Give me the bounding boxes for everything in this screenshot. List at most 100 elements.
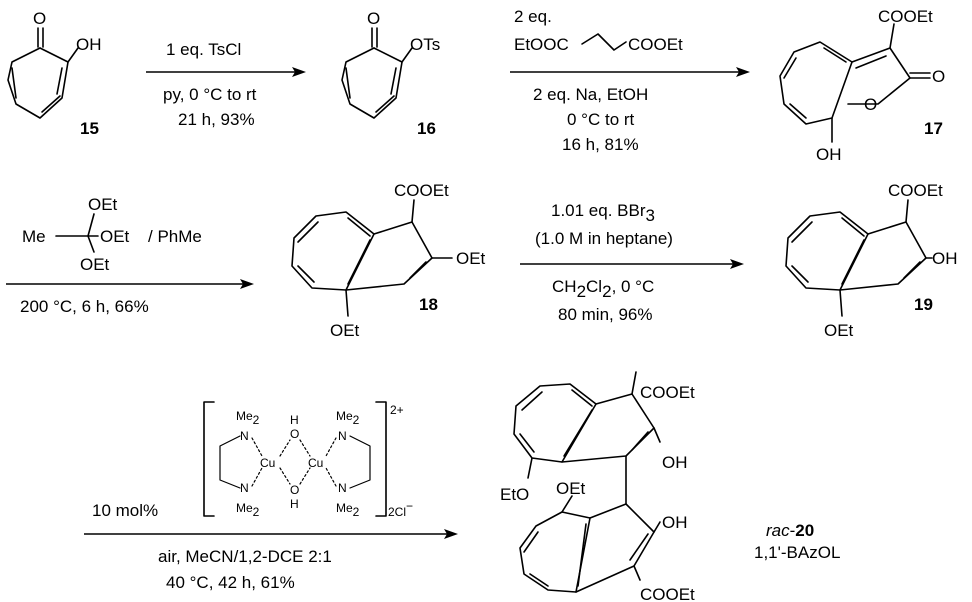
- compound-16: O OTs 16: [341, 9, 440, 138]
- catalyst-me: Me: [336, 501, 353, 515]
- compound-16-double-bond: [375, 95, 395, 113]
- compound-19-double-bond: [791, 221, 813, 243]
- reaction-2-malonate-chain: [581, 33, 627, 51]
- compound-17-double-bond: [783, 57, 797, 79]
- reaction-1-condition-2: 21 h, 93%: [178, 110, 255, 129]
- compound-19-oet4-bond: [839, 289, 843, 317]
- compound-20-oet: OEt: [556, 479, 586, 498]
- compound-19-double-bond: [791, 265, 809, 283]
- reaction-4-reagent-1: 1.01 eq. BBr3: [551, 201, 655, 225]
- compound-18-ester: COOEt: [394, 181, 449, 200]
- reaction-3-solvent: / PhMe: [148, 227, 202, 246]
- catalyst-left-bracket: [203, 401, 215, 517]
- compound-20-oet-bond: [561, 495, 573, 513]
- reaction-4-reagent-2: (1.0 M in heptane): [535, 229, 673, 248]
- catalyst-me2-top-left: Me2: [236, 409, 260, 427]
- catalyst-right-backbone: [349, 435, 371, 489]
- catalyst-me-sub: 2: [353, 505, 360, 519]
- compound-19-double-bond: [841, 239, 865, 285]
- reaction-2: 2 eq. EtOOC COOEt 2 eq. Na, EtOH 0 °C to…: [510, 7, 750, 154]
- reaction-2-condition-1: 2 eq. Na, EtOH: [533, 85, 648, 104]
- compound-16-ring: [341, 47, 403, 119]
- compound-17-seven-ring: [779, 41, 853, 125]
- compound-17: COOEt O O OH 17: [779, 7, 945, 164]
- compound-17-ring-o: O: [864, 95, 877, 114]
- catalyst-coordination: [299, 439, 311, 457]
- compound-18-number: 18: [419, 295, 438, 314]
- reaction-3-oet-top: OEt: [88, 195, 118, 214]
- compound-20-lower-seven-ring: [519, 511, 591, 593]
- compound-17-ester-bond: [889, 23, 895, 49]
- reaction-4-cond-sub1: 2: [577, 282, 586, 301]
- reaction-1-arrowhead: [292, 67, 306, 77]
- reaction-3-bond-top: [87, 213, 95, 237]
- catalyst-coordination: [251, 467, 263, 487]
- compound-15-ring: [7, 47, 69, 119]
- catalyst-o-bottom: O: [290, 483, 299, 497]
- reaction-5-condition-1: air, MeCN/1,2-DCE 2:1: [158, 547, 332, 566]
- compound-19-oet-4: OEt: [824, 321, 854, 340]
- compound-19-number: 19: [914, 295, 933, 314]
- catalyst-me-sub: 2: [353, 413, 360, 427]
- compound-19-oh-label: OH: [932, 249, 958, 268]
- compound-15-double-bond: [11, 67, 17, 99]
- compound-17-lactone-ring: [847, 47, 911, 105]
- compound-15-double-bond: [41, 95, 61, 113]
- compound-20-double-bond: [529, 573, 549, 587]
- reaction-2-reagent-1: 2 eq.: [514, 7, 552, 26]
- catalyst-me2-bottom-right: Me2: [336, 501, 360, 519]
- compound-20-double-bond: [563, 409, 593, 457]
- catalyst-left-backbone: [219, 435, 241, 489]
- compound-20-upper-seven-ring: [513, 383, 597, 463]
- catalyst-coordination: [279, 467, 291, 485]
- compound-17-o-label: O: [932, 67, 945, 86]
- compound-15: O OH 15: [7, 9, 102, 138]
- catalyst-coordination: [251, 437, 263, 457]
- compound-19-double-bond: [841, 217, 865, 237]
- catalyst-counterion-main: 2Cl: [388, 505, 406, 519]
- compound-20-oh-bottom-bond: [653, 521, 661, 533]
- catalyst-me: Me: [236, 501, 253, 515]
- compound-17-double-bond: [823, 47, 847, 63]
- catalyst-counterion-charge: −: [406, 499, 413, 513]
- reaction-5: 2+ 2Cl− Me2 N N Me2 Cu Cu O H O H Me2 N …: [84, 401, 458, 592]
- compound-20-eto-bond: [527, 457, 533, 479]
- compound-20-double-bond: [629, 533, 649, 561]
- reaction-4-cond-cl: Cl: [586, 277, 602, 296]
- reaction-3-condition: 200 °C, 6 h, 66%: [20, 297, 149, 316]
- compound-19-five-ring: [839, 221, 927, 291]
- compound-15-oh-label: OH: [76, 35, 102, 54]
- compound-19: COOEt OH OEt 19: [785, 181, 958, 340]
- compound-20-ester-top: COOEt: [640, 383, 695, 402]
- catalyst-me: Me: [236, 409, 253, 423]
- reaction-1: 1 eq. TsCl py, 0 °C to rt 21 h, 93%: [146, 40, 306, 129]
- compound-18-five-ring: [345, 221, 433, 291]
- catalyst-n-top-left: N: [240, 429, 249, 443]
- compound-19-double-bond: [903, 261, 921, 279]
- compound-20-ester-bottom: COOEt: [640, 585, 695, 602]
- compound-20-double-bond: [577, 523, 587, 587]
- catalyst-coordination: [279, 439, 291, 457]
- reaction-4-arrowhead: [730, 259, 744, 269]
- reaction-4: 1.01 eq. BBr3 (1.0 M in heptane) CH2Cl2,…: [520, 201, 744, 324]
- compound-20-eto: EtO: [500, 485, 529, 504]
- reaction-4-condition-2: 80 min, 96%: [558, 305, 653, 324]
- compound-20-oh-bottom: OH: [662, 513, 688, 532]
- compound-19-seven-ring: [785, 211, 869, 291]
- reaction-3-oet-bottom: OEt: [80, 255, 110, 274]
- compound-17-double-bond: [855, 55, 887, 69]
- compound-17-ester: COOEt: [878, 7, 933, 26]
- reaction-2-arrowhead: [736, 67, 750, 77]
- catalyst-me-sub: 2: [253, 505, 260, 519]
- compound-18-double-bond: [347, 217, 371, 237]
- catalyst-counterion: 2Cl−: [388, 499, 413, 519]
- reaction-3-oet-right: OEt: [100, 227, 130, 246]
- compound-20-name-dash: -: [790, 521, 796, 540]
- reaction-2-reagent-2b: COOEt: [628, 35, 683, 54]
- reaction-5-condition-2: 40 °C, 42 h, 61%: [166, 573, 295, 592]
- reaction-2-condition-2: 0 °C to rt: [567, 110, 635, 129]
- compound-18-double-bond: [297, 265, 315, 283]
- catalyst-h-top: H: [290, 413, 299, 427]
- compound-20-common-name: 1,1'-BAzOL: [754, 543, 840, 562]
- compound-16-o-label: O: [367, 9, 380, 28]
